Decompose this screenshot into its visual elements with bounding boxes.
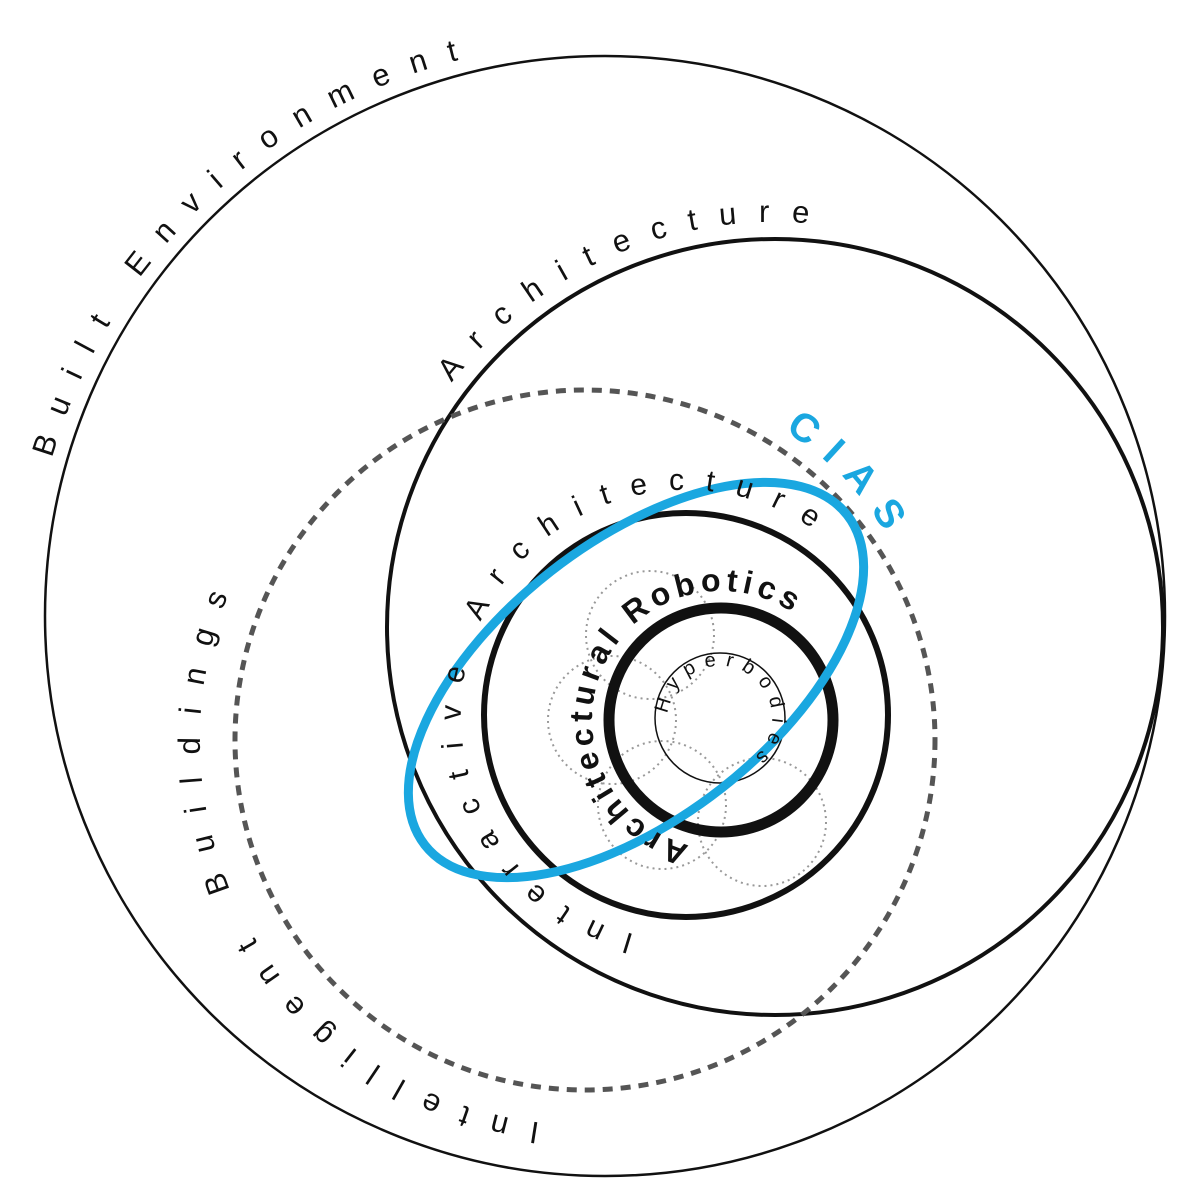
dotted-circle	[585, 570, 715, 700]
dotted-circle	[597, 740, 727, 870]
architecture-label: Architecture	[430, 194, 833, 387]
intelligent-buildings-circle	[232, 387, 938, 1093]
interactive-architecture-circle	[481, 510, 891, 920]
built-environment-label: Built Environment	[25, 27, 482, 460]
cias-ellipse	[403, 477, 869, 883]
dotted-circle	[547, 655, 677, 785]
hyperbodies-label: Hyperbodies	[651, 648, 790, 775]
hyperbodies-circle	[654, 652, 786, 784]
architectural-robotics-circle	[603, 602, 839, 838]
architecture-circle	[385, 237, 1165, 1017]
built-environment-circle	[43, 54, 1167, 1178]
